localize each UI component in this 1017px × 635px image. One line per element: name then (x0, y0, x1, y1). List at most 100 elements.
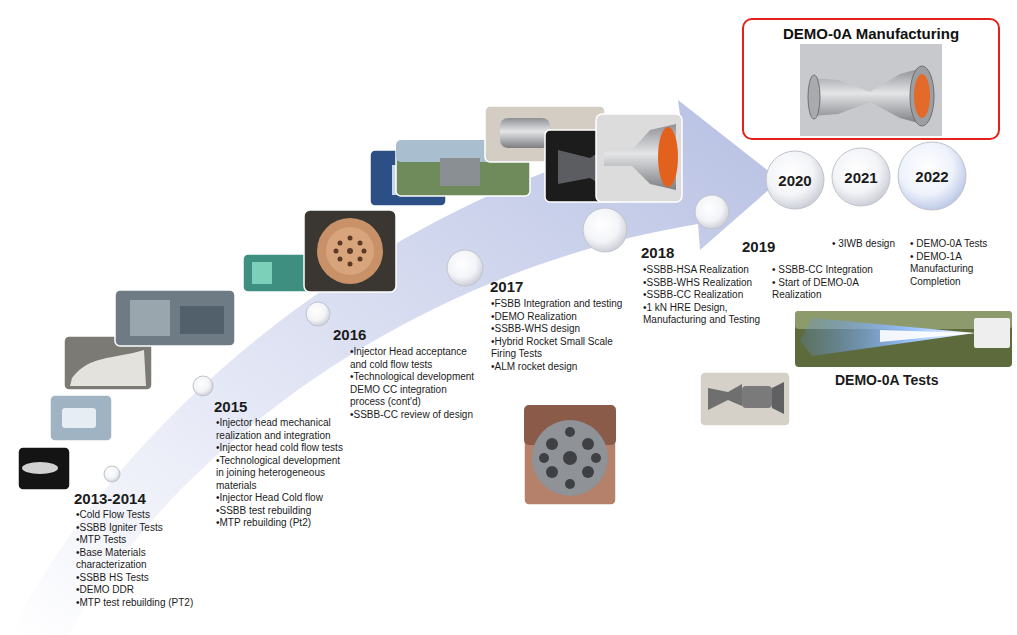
injector-plate (326, 227, 374, 275)
milestone-item: •MTP Tests (76, 534, 210, 547)
chamber-interior (914, 74, 930, 118)
milestone-item: •Injector head cold flow tests (216, 442, 346, 455)
milestone-item: •MTP rebuilding (Pt2) (216, 517, 346, 530)
injector-plate (317, 218, 383, 284)
year-label: 2022 (915, 168, 948, 185)
label-group: 2015 (214, 398, 294, 415)
label-group: • 3IWB design (832, 238, 906, 251)
milestone-item: • 3IWB design (832, 238, 906, 251)
nozzle-shape (772, 382, 784, 414)
year-circle: 2022 (897, 141, 967, 211)
milestone-item: •SSBB-HSA Realization (643, 264, 765, 277)
year-heading: 2013-2014 (74, 490, 214, 507)
photo-frame (304, 210, 396, 292)
photo-frame (115, 290, 235, 346)
equipment-shape (252, 262, 272, 284)
label-group: • SSBB-CC Integration• Start of DEMO-0A … (772, 264, 890, 302)
photo-frame (18, 447, 70, 490)
equipment-shape (62, 408, 96, 428)
timeline-sphere (104, 466, 120, 482)
year-circle: 2021 (831, 147, 891, 207)
milestone-item: • SSBB-CC Integration (772, 264, 890, 277)
milestone-item: •ALM rocket design (491, 361, 629, 374)
photo-frame (524, 405, 616, 505)
timeline-sphere (447, 250, 483, 286)
photo-caption: DEMO-0A Tests (835, 372, 975, 388)
milestone-item: •DEMO Realization (491, 311, 629, 324)
alm-part (532, 420, 608, 496)
year-heading: 2019 (742, 238, 802, 255)
milestone-item: •Injector Head Cold flow (216, 492, 346, 505)
milestone-item: •SSBB-CC Realization (643, 289, 765, 302)
milestone-item: •SSBB test rebuilding (216, 505, 346, 518)
label-group: •Cold Flow Tests•SSBB Igniter Tests•MTP … (76, 509, 210, 609)
photo-frame (700, 372, 790, 426)
milestone-item: •SSBB-WHS design (491, 323, 629, 336)
timeline-sphere (193, 376, 213, 396)
milestone-item: •MTP test rebuilding (PT2) (76, 597, 210, 610)
year-heading: 2018 (641, 244, 721, 261)
nozzle-shape (708, 384, 742, 410)
milestone-item: •Injector Head acceptance and cold flow … (350, 346, 475, 371)
milestone-item: •SSBB-WHS Realization (643, 277, 765, 290)
flame-plume (800, 318, 975, 356)
milestone-item: •Technological development in joining he… (216, 455, 346, 493)
sphere-shape (766, 151, 824, 209)
milestone-item: •Injector head mechanical realization an… (216, 417, 346, 442)
label-group: 2016 (333, 326, 413, 343)
alm-holes (539, 427, 601, 489)
milestone-item: •1 kN HRE Design, Manufacturing and Test… (643, 302, 765, 327)
photo-frame (50, 395, 112, 441)
label-group: 2017 (490, 278, 570, 295)
milestone-item: •Hybrid Rocket Small Scale Firing Tests (491, 336, 629, 361)
photo-frame (596, 114, 682, 202)
label-group: 2013-2014 (74, 490, 214, 507)
year-label: 2021 (844, 169, 877, 186)
timeline-arrow (10, 100, 780, 635)
milestone-item: •DEMO DDR (76, 584, 210, 597)
label-group: • DEMO-0A Tests• DEMO-1A Manufacturing C… (910, 238, 1012, 288)
sphere-shape (898, 142, 966, 210)
flange (808, 75, 820, 119)
sphere-shape (832, 148, 890, 206)
label-group: •Injector Head acceptance and cold flow … (350, 346, 475, 421)
year-label: 2020 (778, 172, 811, 189)
equipment-shape (180, 306, 224, 334)
label-group: •FSBB Integration and testing•DEMO Reali… (491, 298, 629, 373)
milestone-item: • Start of DEMO-0A Realization (772, 277, 890, 302)
milestone-item: •FSBB Integration and testing (491, 298, 629, 311)
chamber-shape (500, 118, 550, 148)
label-group: •Injector head mechanical realization an… (216, 417, 346, 530)
milestone-item: •Base Materials characterization (76, 547, 210, 572)
label-group: 2019 (742, 238, 802, 255)
chamber-body (812, 68, 922, 124)
milestone-item: •SSBB Igniter Tests (76, 522, 210, 535)
year-heading: 2015 (214, 398, 294, 415)
test-bench (974, 318, 1010, 348)
flame-core (880, 330, 975, 342)
equipment-shape (440, 158, 480, 186)
equipment-shape (70, 350, 146, 386)
year-heading: 2017 (490, 278, 570, 295)
flange (910, 66, 934, 126)
year-circle: 2020 (765, 150, 825, 210)
nozzle-interior (658, 127, 678, 187)
label-group: •SSBB-HSA Realization•SSBB-WHS Realizati… (643, 264, 765, 327)
chamber-shape (742, 386, 772, 408)
photo-frame (795, 311, 1012, 367)
photo-frame (243, 254, 311, 292)
photo-frame (800, 44, 942, 136)
label-group: 2018 (641, 244, 721, 261)
highlight-box: DEMO-0A Manufacturing (742, 18, 1000, 140)
milestone-item: •Technological development DEMO CC integ… (350, 371, 475, 409)
timeline-sphere (306, 302, 330, 326)
timeline-sphere (695, 195, 729, 229)
label-group: DEMO-0A Tests (835, 372, 975, 388)
milestone-item: • DEMO-0A Tests (910, 238, 1012, 251)
milestone-item: •SSBB HS Tests (76, 572, 210, 585)
year-heading: 2016 (333, 326, 413, 343)
milestone-item: •Cold Flow Tests (76, 509, 210, 522)
flame-shape (22, 462, 58, 474)
injector-holes (334, 236, 367, 267)
milestone-item: •SSBB-CC review of design (350, 409, 475, 422)
